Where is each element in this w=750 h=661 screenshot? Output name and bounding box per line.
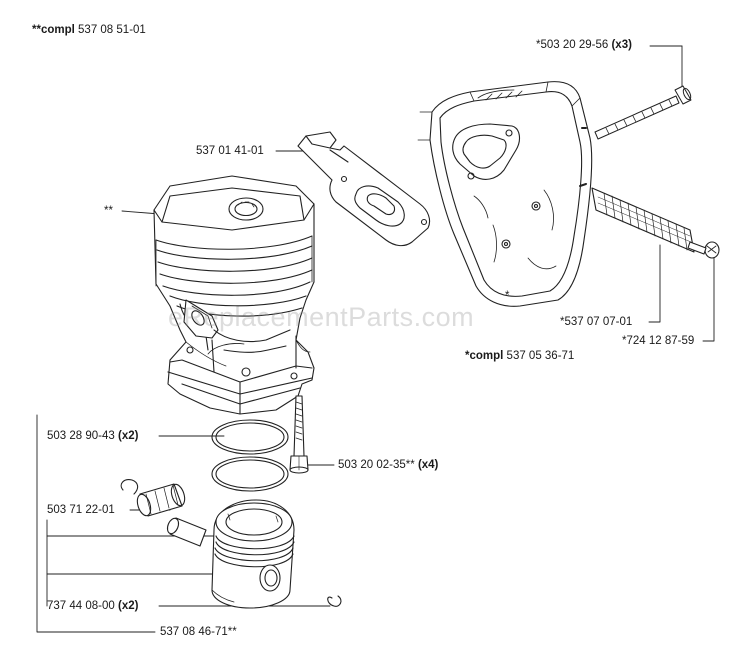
leader-lines — [36, 45, 715, 633]
circlips — [120, 479, 342, 607]
piston-rings — [211, 419, 289, 492]
spark-screen — [591, 187, 695, 253]
label-cylinder-assembly: **compl 537 08 51-01 — [32, 24, 146, 36]
label-circlip: 737 44 08-00 (x2) — [47, 600, 139, 612]
label-needle-bearing: 503 71 22-01 — [47, 504, 115, 516]
label-spark-screen: *537 07 07-01 — [560, 316, 633, 328]
label-gasket: 537 01 41-01 — [196, 145, 264, 157]
label-cylinder-bolt: 503 20 02-35** (x4) — [338, 459, 439, 471]
needle-bearing — [136, 483, 186, 517]
watermark: eReplacementParts.com — [168, 302, 475, 332]
label-muffler-assembly: *compl 537 05 36-71 — [465, 350, 575, 362]
cylinder-bolt — [289, 395, 309, 474]
label-cylinder-marker: ** — [104, 205, 113, 217]
piston — [211, 499, 295, 609]
label-muffler-screw: *503 20 29-56 (x3) — [536, 39, 632, 51]
muffler-body — [417, 81, 593, 307]
label-piston-ring: 503 28 90-43 (x2) — [47, 430, 139, 442]
muffler-screw-long — [594, 85, 692, 140]
label-muffler-marker: * — [505, 290, 510, 302]
screen-screw — [687, 241, 720, 259]
piston-pin — [166, 517, 207, 547]
label-screen-screw: *724 12 87-59 — [622, 335, 695, 347]
muffler-gasket — [297, 131, 431, 247]
cylinder — [153, 175, 315, 415]
label-piston-assembly: 537 08 46-71** — [160, 626, 237, 638]
